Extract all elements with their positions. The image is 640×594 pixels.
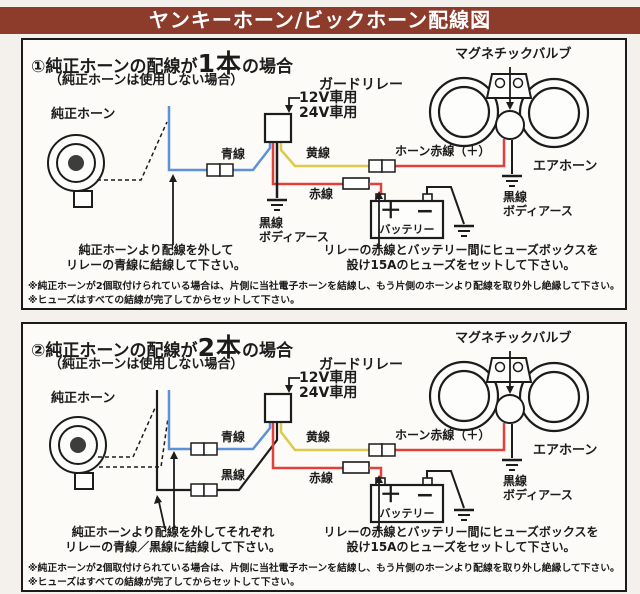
guard-relay-label: ガードリレー bbox=[319, 77, 403, 93]
black-horn-wire bbox=[155, 390, 279, 492]
relay-pointer-arrow bbox=[285, 377, 300, 393]
voltage-label: 12V車用 24V車用 bbox=[299, 90, 358, 121]
panel-number: ② bbox=[31, 341, 46, 361]
caption-left: 純正ホーンより配線を外してそれぞれ リレーの青線／黒線に結線して下さい。 bbox=[65, 525, 281, 554]
stock-horn-label: 純正ホーン bbox=[51, 391, 116, 406]
red-wire-to-valve bbox=[395, 139, 506, 168]
valve-earth-label: 黒線 ボディアース bbox=[503, 474, 573, 502]
battery-terminals-label: ＋ − bbox=[371, 483, 443, 508]
relay-ground-icon bbox=[267, 142, 287, 211]
plus-symbol: ＋ bbox=[379, 199, 402, 224]
junction-arrow bbox=[169, 174, 177, 245]
air-horn-label: エアホーン bbox=[533, 443, 598, 458]
air-horn-icon bbox=[428, 357, 590, 433]
panel-number: ① bbox=[31, 57, 46, 77]
minus-symbol: − bbox=[415, 199, 435, 224]
yellow-wire-label: 黄線 bbox=[306, 430, 331, 444]
junction-arrow bbox=[154, 495, 166, 530]
junction-arrow bbox=[170, 451, 178, 529]
valve-ground-icon bbox=[502, 424, 522, 471]
red-wire bbox=[369, 466, 383, 479]
connector-icon bbox=[368, 443, 396, 457]
air-horn-label: エアホーン bbox=[533, 159, 598, 174]
red-wire-label: 赤線 bbox=[309, 471, 334, 485]
yellow-wire bbox=[279, 422, 371, 452]
voltage-label: 12V車用 24V車用 bbox=[299, 370, 358, 401]
battery-icon bbox=[369, 477, 445, 524]
red-wire bbox=[369, 182, 383, 195]
panel-notes: ※純正ホーンが2個取付けられている場合は、片側に当社電子ホーンを結線し、もう片側… bbox=[28, 281, 620, 306]
horn-red-wire-label: ホーン赤線（＋） bbox=[395, 428, 491, 442]
relay-earth-label: 黒線 ボディアース bbox=[259, 216, 329, 244]
connector-icon bbox=[368, 159, 396, 173]
magnetic-valve-label: マグネチックバルブ bbox=[455, 331, 572, 346]
magnetic-valve-icon bbox=[495, 110, 525, 140]
removed-wire-dashed bbox=[98, 407, 156, 458]
yellow-wire-label: 黄線 bbox=[306, 146, 331, 160]
air-horn-icon bbox=[428, 73, 590, 149]
magnetic-valve-icon bbox=[495, 394, 525, 424]
battery-ground-icon bbox=[426, 186, 474, 237]
blue-wire-label: 青線 bbox=[221, 430, 246, 444]
guard-relay-label: ガードリレー bbox=[319, 357, 403, 373]
battery-label: バッテリー bbox=[379, 507, 435, 520]
stock-horn-icon bbox=[49, 416, 107, 490]
removed-wire-dashed bbox=[99, 417, 169, 468]
panel-subtitle: （純正ホーンは使用しない場合） bbox=[49, 357, 244, 372]
valve-ground-icon bbox=[502, 140, 522, 187]
red-wire-label: 赤線 bbox=[309, 187, 334, 201]
horn-red-wire-label: ホーン赤線（＋） bbox=[395, 144, 491, 158]
red-wire bbox=[271, 142, 343, 186]
relay-pointer-arrow bbox=[285, 97, 300, 113]
blue-wire bbox=[167, 106, 272, 172]
caption-right: リレーの赤線とバッテリー間にヒューズボックスを 設け15Aのヒューズをセットして… bbox=[323, 525, 599, 554]
blue-wire-label: 青線 bbox=[221, 147, 246, 161]
caption-left: 純正ホーンより配線を外して リレーの青線に結線して下さい。 bbox=[66, 243, 246, 272]
stock-horn-icon bbox=[47, 134, 105, 208]
fuse-box-icon bbox=[342, 461, 370, 474]
page-title-banner: ヤンキーホーン/ビックホーン配線図 bbox=[0, 7, 640, 34]
battery-terminals-label: ＋ − bbox=[371, 199, 443, 224]
connector-icon bbox=[206, 163, 234, 177]
wiring-diagram-2 bbox=[49, 351, 590, 532]
valve-pointer-arrow bbox=[506, 67, 514, 110]
connector-icon bbox=[190, 442, 218, 456]
valve-pointer-arrow bbox=[506, 351, 514, 394]
connector-icon bbox=[190, 483, 218, 497]
blue-wire bbox=[167, 390, 272, 451]
magnetic-valve-label: マグネチックバルブ bbox=[455, 47, 572, 62]
panel-subtitle: （純正ホーンは使用しない場合） bbox=[49, 73, 244, 88]
valve-earth-label: 黒線 ボディアース bbox=[503, 190, 573, 218]
page-title: ヤンキーホーン/ビックホーン配線図 bbox=[148, 8, 492, 32]
stock-horn-label: 純正ホーン bbox=[51, 107, 116, 122]
wiring-diagram-1 bbox=[47, 67, 590, 248]
panel-notes: ※純正ホーンが2個取付けられている場合は、片側に当社電子ホーンを結線し、もう片側… bbox=[28, 563, 620, 588]
red-wire-to-valve bbox=[395, 423, 506, 452]
plus-symbol: ＋ bbox=[379, 483, 402, 508]
battery-ground-icon bbox=[426, 470, 474, 521]
red-wire bbox=[271, 422, 343, 470]
black-wire-label: 黒線 bbox=[221, 468, 246, 482]
minus-symbol: − bbox=[415, 483, 435, 508]
removed-wire-dashed bbox=[97, 121, 168, 181]
battery-label: バッテリー bbox=[379, 223, 435, 236]
relay-box-icon bbox=[263, 112, 293, 144]
caption-right: リレーの赤線とバッテリー間にヒューズボックスを 設け15Aのヒューズをセットして… bbox=[323, 243, 599, 272]
fuse-arrow bbox=[375, 191, 383, 248]
yellow-wire bbox=[279, 142, 371, 168]
relay-box-icon bbox=[263, 392, 293, 424]
fuse-arrow bbox=[375, 475, 383, 532]
fuse-box-icon bbox=[342, 177, 370, 190]
